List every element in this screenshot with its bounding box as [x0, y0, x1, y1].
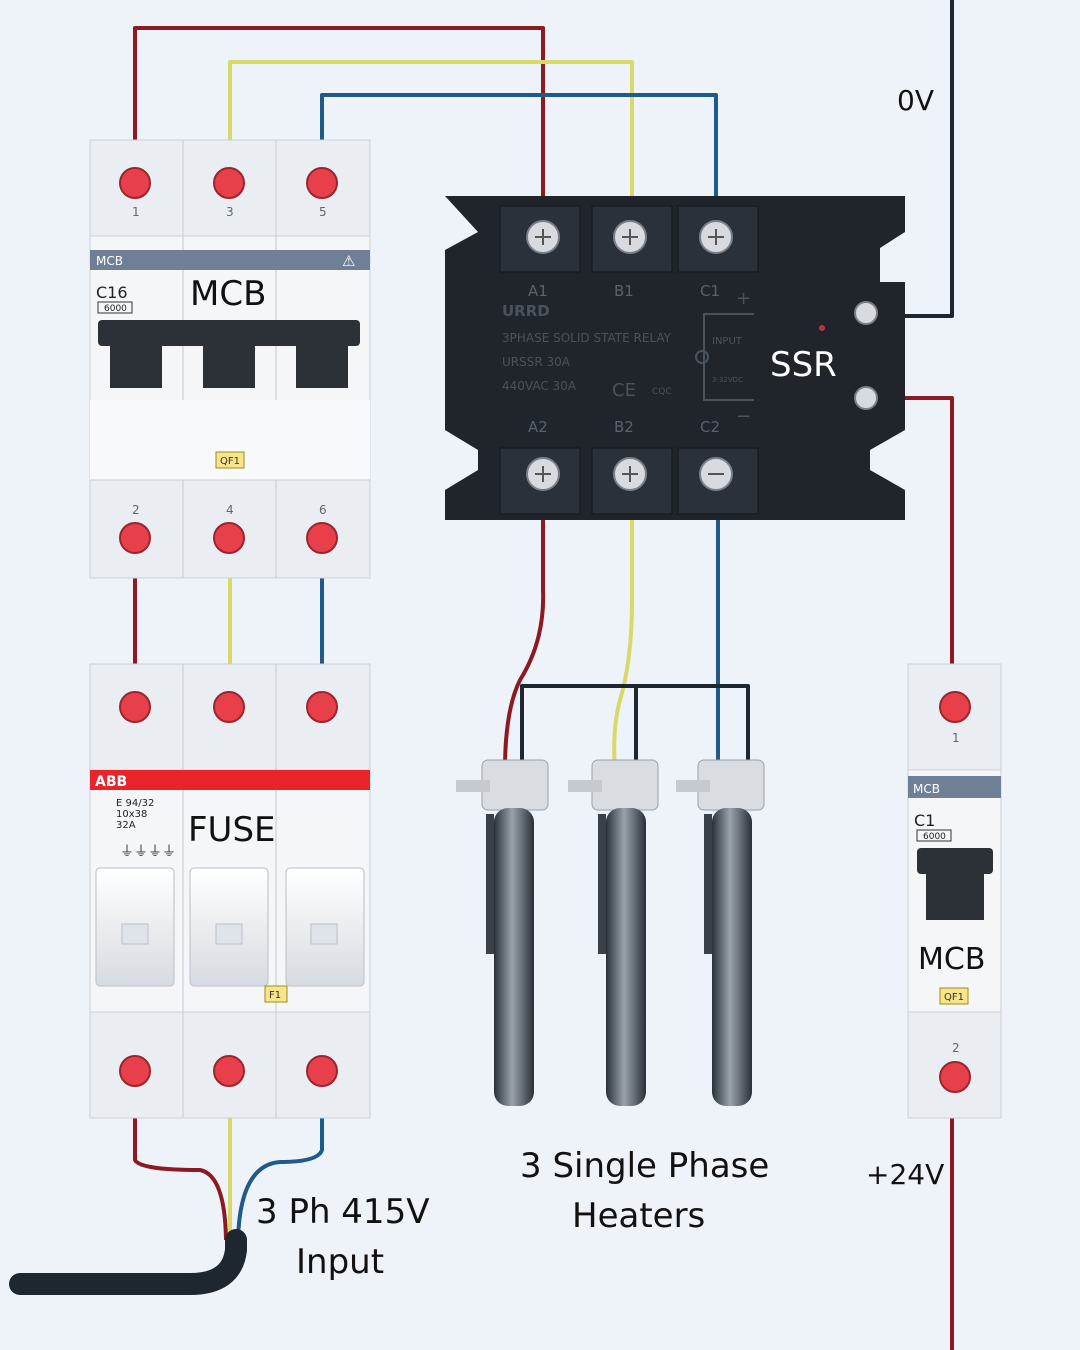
input-label-line1: 3 Ph 415V [256, 1192, 430, 1232]
ssr-terminal-label: B2 [614, 418, 634, 436]
terminal [213, 691, 245, 723]
terminal [939, 691, 971, 723]
ssr-input: INPUT [712, 336, 743, 347]
terminal-number: 6 [319, 503, 327, 517]
fuse-symbol-icon: ⏚⏚⏚⏚ [120, 844, 176, 860]
mcb-main-breaking: 6000 [104, 304, 127, 314]
mcb-main-handle [98, 320, 360, 346]
ssr-terminal-label: C2 [700, 418, 720, 436]
heaters-label-line2: Heaters [572, 1196, 706, 1236]
ssr-terminal-label: C1 [700, 282, 720, 300]
mcb-main: MCB ⚠ C16 6000 QF1 1 3 5 2 4 6 [89, 139, 371, 579]
fuse-spec: 10x38 [116, 809, 147, 820]
terminal [306, 522, 338, 554]
terminal [119, 1055, 151, 1087]
mcb-small-breaking: 6000 [923, 832, 946, 842]
wire-yellow-ssr-to-heater [612, 520, 634, 771]
wire-heater-star-bridge [520, 684, 750, 770]
terminal [213, 1055, 245, 1087]
terminal-number: 5 [319, 205, 327, 219]
fuse-tag: F1 [269, 990, 281, 1001]
mcb-main-rating: C16 [96, 283, 128, 302]
input-label-line2: Input [296, 1242, 385, 1282]
terminal [213, 522, 245, 554]
heaters [456, 759, 765, 1106]
fuse-spec: 32A [116, 820, 136, 831]
ssr-line2: URSSR 30A [502, 355, 571, 369]
fuse-label: FUSE [188, 810, 276, 850]
terminal-number: 1 [132, 205, 140, 219]
mcb-small-tag: QF1 [944, 992, 964, 1003]
terminal-number: 2 [132, 503, 140, 517]
mcb-small-handle [917, 848, 993, 874]
heaters-label-line1: 3 Single Phase [520, 1146, 770, 1186]
wire-red-fuse-to-cable [133, 1118, 228, 1241]
ssr-block: A1 B1 C1 A2 B2 C2 URRD 3PHASE SOLID STAT… [445, 196, 905, 520]
ssr-brand: URRD [502, 302, 550, 320]
fuse-spec: E 94/32 [116, 798, 154, 809]
terminal [306, 1055, 338, 1087]
wire-red-control [895, 396, 954, 664]
wire-blue-fuse-to-cable [236, 1118, 324, 1241]
mcb-main-tag: QF1 [220, 456, 240, 467]
ssr-cqc: CQC [652, 387, 672, 397]
terminal [119, 522, 151, 554]
mcb-small-rating: C1 [914, 811, 935, 830]
ssr-label: SSR [770, 345, 837, 385]
mcb-small-label: MCB [918, 942, 986, 977]
ssr-minus: − [736, 406, 751, 427]
terminal [306, 167, 338, 199]
ssr-line3: 440VAC 30A [502, 379, 577, 393]
wire-black-0v [895, 0, 954, 318]
terminal [939, 1061, 971, 1093]
ssr-terminal-label: B1 [614, 282, 634, 300]
input-cable [9, 1229, 247, 1295]
mcb-worker-icon: ⚠ [342, 252, 355, 270]
terminal-number: 4 [226, 503, 234, 517]
wires [9, 0, 954, 1350]
plus-24v-label: +24V [866, 1158, 945, 1191]
ssr-terminal-label: A2 [528, 418, 548, 436]
terminal-number: 3 [226, 205, 234, 219]
terminal [213, 167, 245, 199]
ssr-dc: 3-32VDC [712, 376, 743, 384]
wire-yellow-mcb-to-ssr-b1 [228, 60, 634, 215]
fuse-block: ABB E 94/32 10x38 32A ⏚⏚⏚⏚ F1 [89, 663, 371, 1119]
heater [456, 759, 549, 1106]
wire-red-mcb-to-ssr-a1 [133, 26, 545, 215]
mcb-main-header: MCB [96, 254, 123, 268]
zero-v-label: 0V [897, 84, 934, 117]
ssr-plus: + [736, 288, 751, 309]
terminal-number: 1 [952, 731, 960, 745]
terminal-number: 2 [952, 1041, 960, 1055]
mcb-small: MCB C1 6000 QF1 1 2 [907, 663, 1002, 1119]
wire-red-ssr-to-heater [503, 520, 546, 771]
mcb-small-header: MCB [913, 782, 940, 796]
heater [676, 759, 765, 1106]
heater [568, 759, 659, 1106]
ssr-terminal-label: A1 [528, 282, 548, 300]
terminal [306, 691, 338, 723]
ssr-line1: 3PHASE SOLID STATE RELAY [502, 331, 672, 345]
fuse-brand: ABB [95, 774, 127, 790]
mcb-main-label: MCB [190, 274, 267, 314]
terminal [119, 167, 151, 199]
wire-blue-mcb-to-ssr-c1 [320, 93, 718, 215]
ssr-ce: CE [612, 380, 636, 401]
terminal [119, 691, 151, 723]
